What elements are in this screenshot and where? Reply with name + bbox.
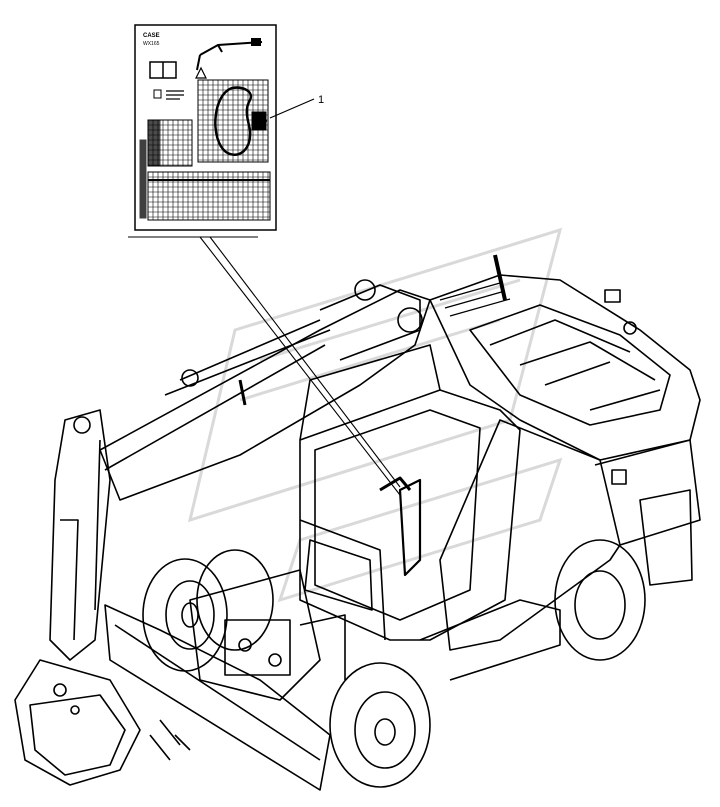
decal-brand: CASE	[143, 33, 160, 39]
warning-triangle-icon	[195, 66, 207, 79]
dozer-blade	[104, 604, 331, 791]
boom-pictogram-icon	[196, 38, 263, 71]
callout-leader	[269, 98, 315, 119]
info-icon	[153, 89, 162, 99]
small-print	[166, 90, 184, 100]
side-panels	[419, 419, 701, 681]
engine-cover	[429, 254, 701, 461]
decal-detail: CASE WX165	[134, 24, 277, 231]
lifting-chart-icon	[197, 79, 269, 163]
callout-number: 1	[318, 94, 324, 106]
bucket	[14, 659, 141, 786]
undercarriage	[189, 569, 346, 701]
callout-dot	[261, 118, 267, 124]
load-table-bottom	[147, 171, 271, 221]
boom	[99, 279, 431, 501]
wheel-rear-right	[554, 539, 646, 661]
wheel-front-left	[142, 558, 228, 672]
stick	[49, 409, 111, 661]
wheel-front-right	[196, 549, 274, 651]
engine-vent-grille	[439, 282, 511, 317]
decal-model: WX165	[143, 41, 160, 47]
cab	[299, 344, 521, 641]
load-table-small	[147, 119, 193, 167]
excavator	[14, 254, 701, 791]
wheel-rear-left	[329, 662, 431, 788]
detail-projection-lines	[128, 236, 401, 496]
operator-manual-icon	[149, 61, 177, 79]
side-bar	[139, 139, 147, 219]
